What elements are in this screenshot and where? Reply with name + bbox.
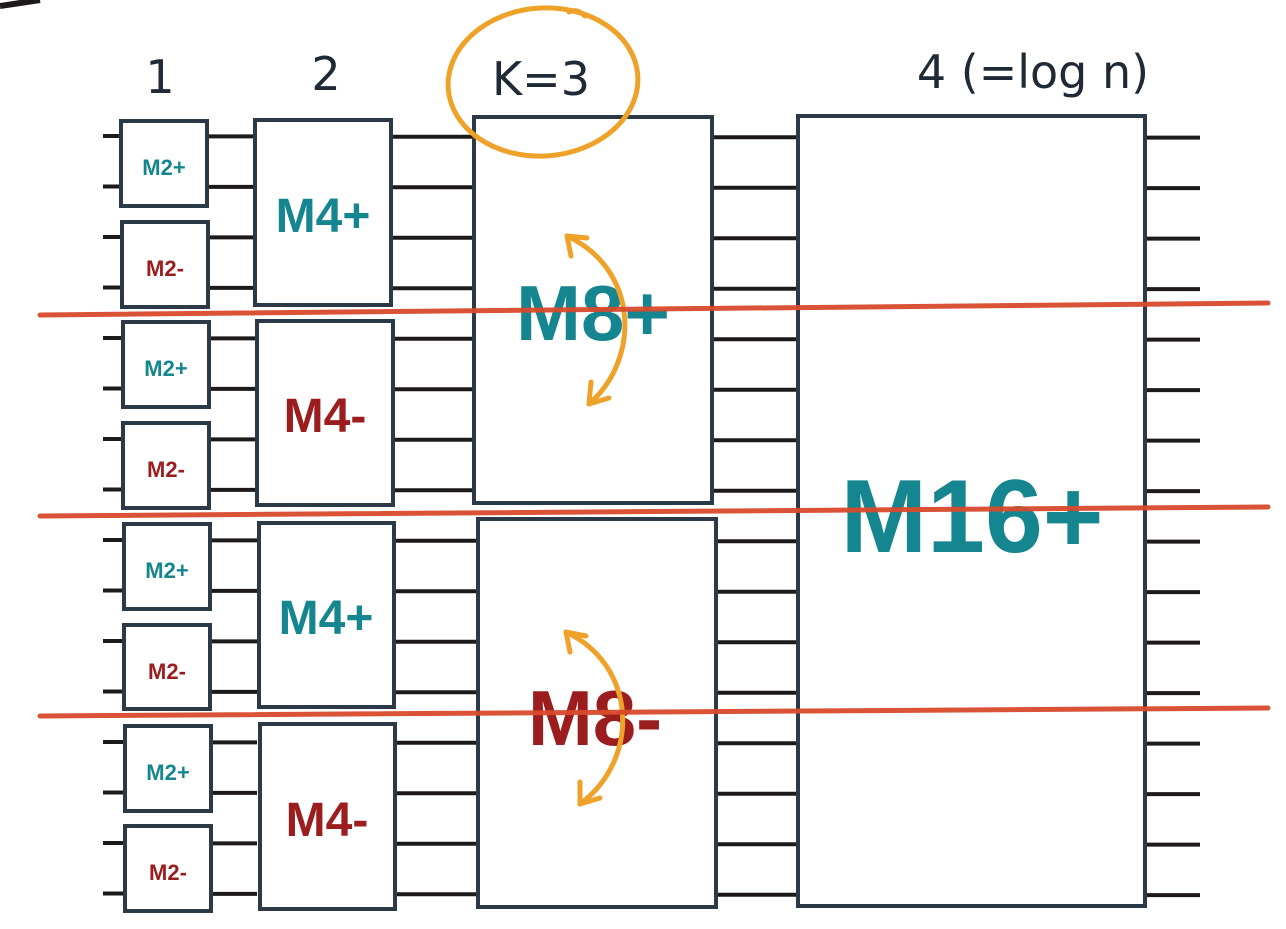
column-1: M2+ M2- M2+ M2- M2+ M2- M2+ M2- — [119, 119, 213, 913]
m4-box-3 — [257, 521, 396, 709]
arrow-head-lower-top — [563, 629, 589, 655]
m2-label-7: M2+ — [146, 760, 189, 785]
annotations — [445, 5, 641, 807]
cut-lines — [37, 300, 1271, 719]
m2-label-2: M2- — [146, 256, 184, 281]
m4-box-1 — [253, 118, 393, 307]
header-col-2: 2 — [311, 47, 340, 101]
m4-label-2: M4- — [284, 390, 367, 443]
arrow-head-upper-top — [564, 233, 590, 259]
arrow-head-upper-bottom — [586, 379, 612, 407]
swap-arrow-upper — [564, 233, 628, 407]
m2-label-5: M2+ — [145, 558, 188, 583]
m2-box-4 — [121, 421, 211, 510]
arrow-head-lower-bottom — [577, 779, 603, 807]
header-col-4: 4 (=log n) — [917, 45, 1149, 99]
circle-tail — [566, 8, 588, 19]
m4-label-3: M4+ — [279, 592, 374, 645]
m2-box-1 — [119, 119, 209, 208]
page-edge-mark — [0, 0, 41, 9]
k-circle-annotation — [445, 5, 641, 159]
m8-label-2: M8- — [528, 674, 662, 762]
wires — [103, 134, 1200, 898]
m2-box-3 — [121, 320, 211, 409]
header-col-1: 1 — [145, 50, 174, 104]
m2-box-7 — [123, 724, 213, 813]
m4-box-4 — [258, 722, 397, 911]
m2-box-8 — [123, 824, 213, 913]
cut-line-1 — [37, 300, 1271, 318]
m4-label-1: M4+ — [276, 190, 371, 243]
m16-label: M16+ — [840, 459, 1103, 575]
header-col-3: K=3 — [492, 52, 590, 106]
m4-box-2 — [255, 319, 395, 507]
m2-label-1: M2+ — [142, 155, 185, 180]
m2-label-3: M2+ — [144, 356, 187, 381]
column-2: M4+ M4- M4+ M4- — [253, 118, 397, 911]
column-headers: 1 2 K=3 4 (=log n) — [145, 45, 1149, 106]
m2-label-8: M2- — [149, 860, 187, 885]
m8-label-1: M8+ — [516, 269, 670, 357]
m2-box-6 — [122, 623, 212, 711]
cut-line-3 — [37, 705, 1271, 719]
m2-label-4: M2- — [147, 457, 185, 482]
m4-label-4: M4- — [286, 794, 369, 847]
m2-box-5 — [122, 522, 212, 611]
cut-line-2 — [37, 504, 1271, 519]
m2-box-2 — [120, 220, 210, 309]
m2-label-6: M2- — [148, 659, 186, 684]
